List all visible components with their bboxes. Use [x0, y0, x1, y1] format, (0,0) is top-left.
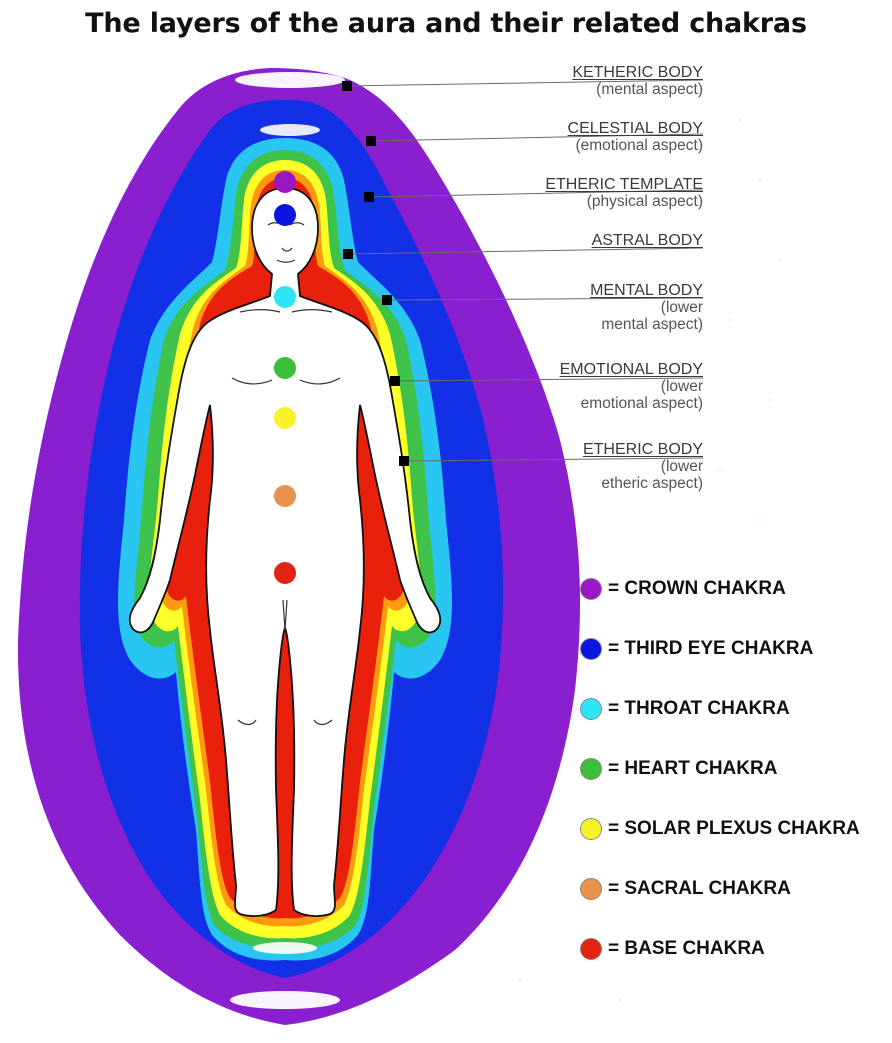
aura-layer-label-2: CELESTIAL BODY(emotional aspect)	[568, 120, 703, 154]
aura-layer-aspect: (emotional aspect)	[568, 137, 703, 154]
chakra-dot-3	[274, 286, 296, 308]
pointer-marker-1	[342, 81, 352, 91]
legend-item: = THIRD EYE CHAKRA	[580, 635, 890, 665]
aura-layer-label-4: ASTRAL BODY	[592, 232, 703, 249]
aura-layer-aspect: etheric aspect)	[583, 475, 703, 492]
aura-layer-aspect: (mental aspect)	[572, 81, 703, 98]
chakra-dot-1	[274, 171, 296, 193]
pointer-marker-6	[390, 376, 400, 386]
legend-color-dot	[580, 938, 602, 960]
aura-layer-name: EMOTIONAL BODY	[560, 361, 703, 378]
legend-label: = BASE CHAKRA	[608, 938, 765, 960]
aura-layer-aspect: (lower	[583, 458, 703, 475]
legend-item: = BASE CHAKRA	[580, 935, 890, 965]
legend-color-dot	[580, 818, 602, 840]
aura-layer-name: MENTAL BODY	[590, 282, 703, 299]
chakra-dot-6	[274, 485, 296, 507]
pointer-marker-5	[382, 295, 392, 305]
aura-layer-name: ETHERIC BODY	[583, 441, 703, 458]
aura-layer-aspect: (lower	[560, 378, 703, 395]
aura-layer-name: CELESTIAL BODY	[568, 120, 703, 137]
pointer-marker-4	[343, 249, 353, 259]
pointer-marker-2	[366, 136, 376, 146]
legend-color-dot	[580, 698, 602, 720]
legend-label: = SACRAL CHAKRA	[608, 878, 791, 900]
legend-item: = SACRAL CHAKRA	[580, 875, 890, 905]
chakra-dot-5	[274, 407, 296, 429]
legend-item: = SOLAR PLEXUS CHAKRA	[580, 815, 890, 845]
aura-layer-aspect: (lower	[590, 299, 703, 316]
legend-label: = HEART CHAKRA	[608, 758, 777, 780]
aura-layer-name: ETHERIC TEMPLATE	[545, 176, 703, 193]
pointer-marker-7	[399, 456, 409, 466]
aura-layer-aspect: emotional aspect)	[560, 395, 703, 412]
legend-item: = HEART CHAKRA	[580, 755, 890, 785]
legend-color-dot	[580, 878, 602, 900]
aura-layer-label-3: ETHERIC TEMPLATE(physical aspect)	[545, 176, 703, 210]
chakra-dot-7	[274, 562, 296, 584]
aura-layer-aspect: (physical aspect)	[545, 193, 703, 210]
legend-label: = THROAT CHAKRA	[608, 698, 790, 720]
legend-color-dot	[580, 638, 602, 660]
legend-color-dot	[580, 758, 602, 780]
aura-layer-name: ASTRAL BODY	[592, 232, 703, 249]
page-title: The layers of the aura and their related…	[0, 8, 892, 39]
legend-item: = THROAT CHAKRA	[580, 695, 890, 725]
legend-label: = THIRD EYE CHAKRA	[608, 638, 813, 660]
pointer-marker-3	[364, 192, 374, 202]
legend-item: = CROWN CHAKRA	[580, 575, 890, 605]
chakra-dot-4	[274, 357, 296, 379]
legend-label: = CROWN CHAKRA	[608, 578, 786, 600]
aura-layer-aspect: mental aspect)	[590, 316, 703, 333]
aura-layer-name: KETHERIC BODY	[572, 64, 703, 81]
chakra-dot-2	[274, 204, 296, 226]
legend-color-dot	[580, 578, 602, 600]
legend-label: = SOLAR PLEXUS CHAKRA	[608, 818, 860, 840]
aura-layer-label-1: KETHERIC BODY(mental aspect)	[572, 64, 703, 98]
